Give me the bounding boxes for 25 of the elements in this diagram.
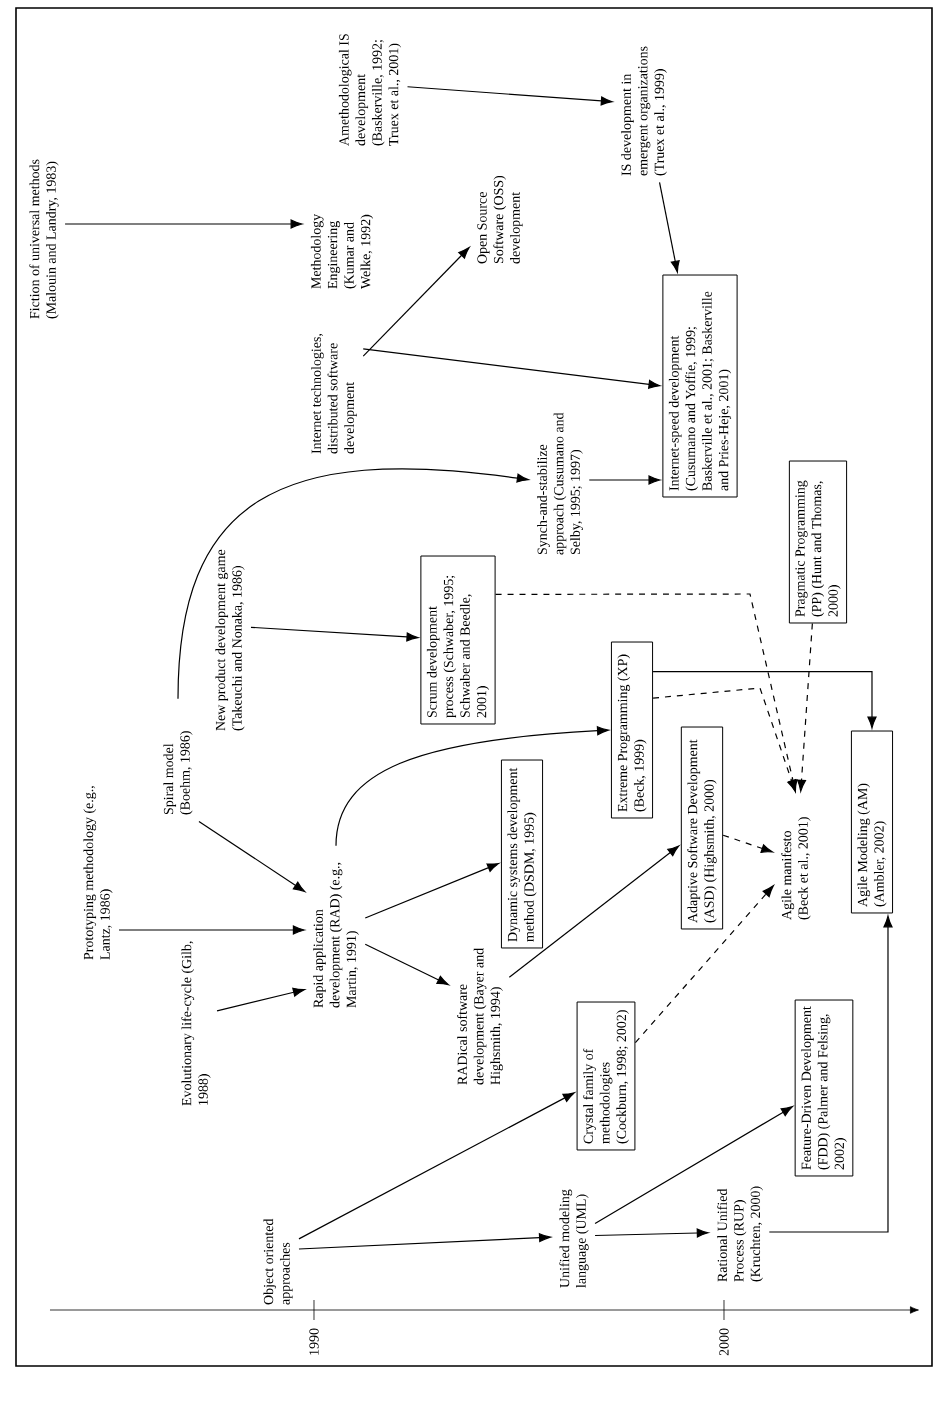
arrow — [362, 348, 661, 389]
dashed-arrow — [722, 834, 774, 853]
arrow — [64, 219, 303, 229]
arrow — [658, 181, 680, 273]
arrow — [335, 726, 609, 847]
dashed-arrow — [796, 622, 813, 792]
arrow — [508, 845, 680, 978]
arrow — [118, 925, 305, 935]
arrow — [250, 626, 419, 642]
arrow — [588, 475, 661, 485]
arrow — [177, 468, 529, 700]
arrow — [216, 987, 305, 1012]
arrow — [198, 820, 306, 893]
arrow — [298, 1233, 551, 1250]
dashed-arrow — [652, 687, 797, 792]
dashed-arrow — [634, 885, 774, 1044]
arrow — [594, 1106, 794, 1225]
arrow — [768, 915, 893, 1233]
arrow — [652, 671, 877, 729]
arrow — [364, 863, 500, 919]
arrow — [364, 943, 449, 986]
arrow — [362, 246, 470, 357]
arrow — [406, 86, 613, 106]
arrow — [594, 1228, 709, 1238]
arrow — [298, 1092, 575, 1240]
